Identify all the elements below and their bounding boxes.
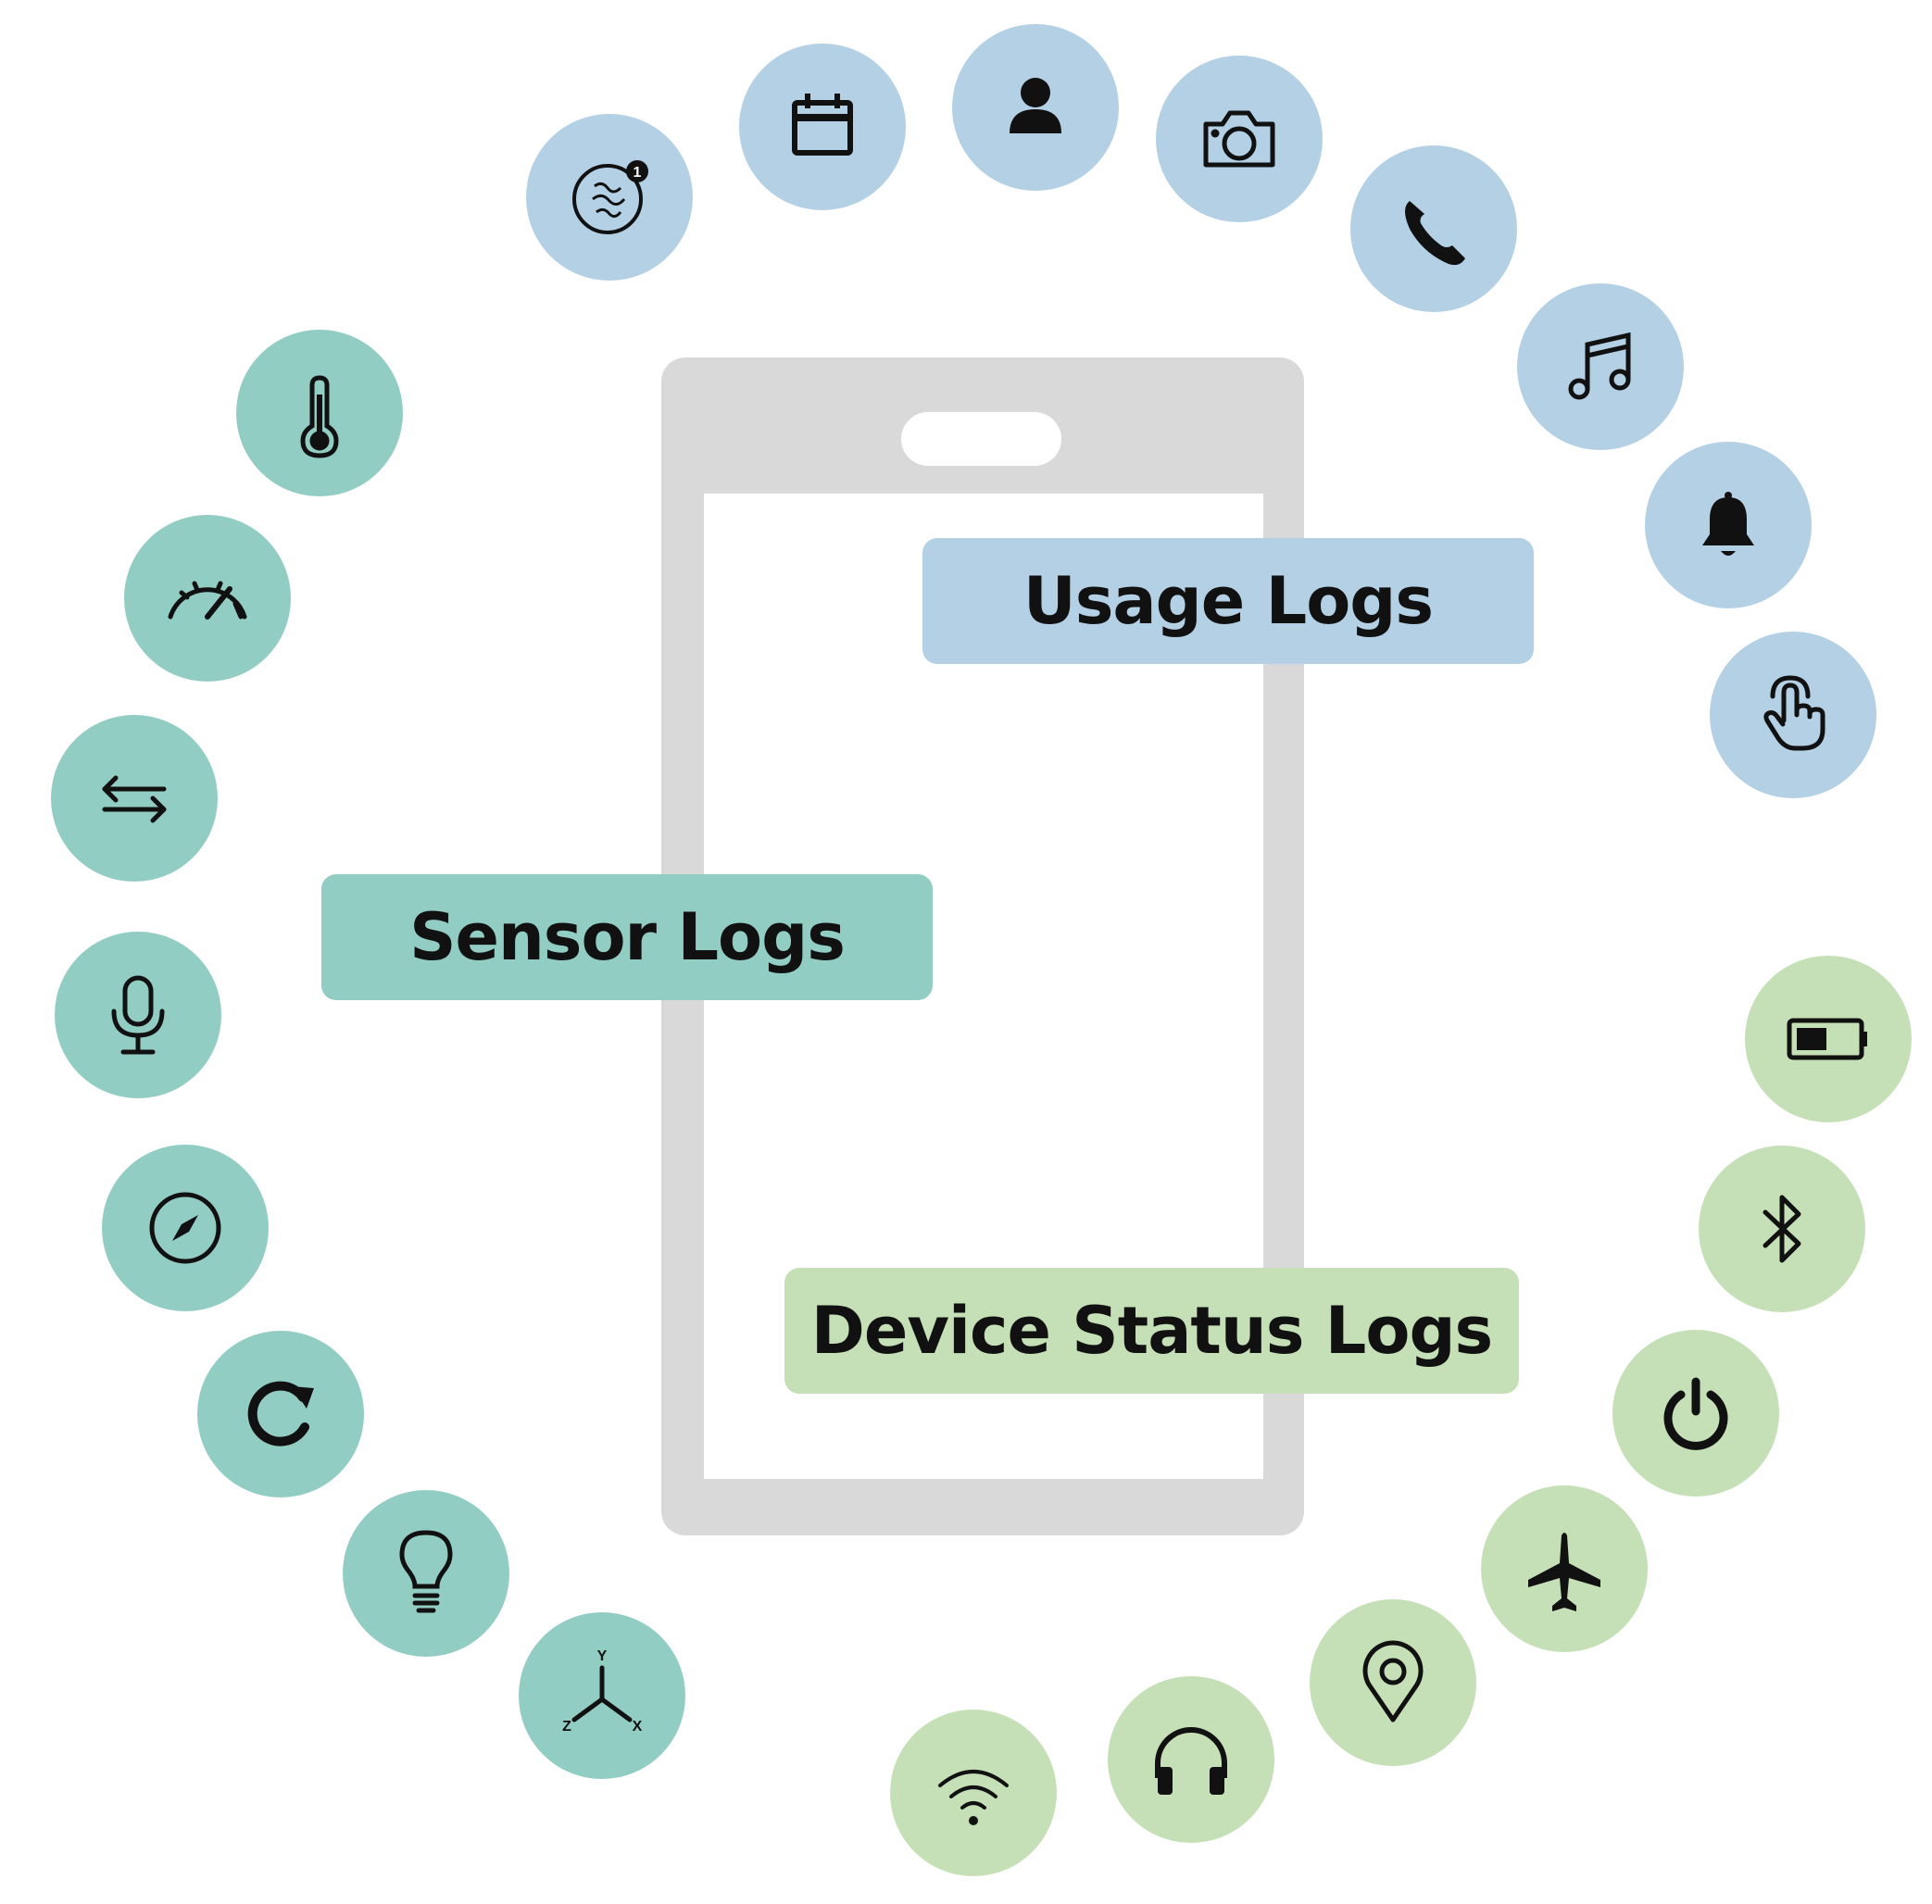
calendar-icon [739, 44, 906, 210]
speedometer-icon [124, 515, 291, 682]
compass-icon [102, 1145, 269, 1311]
microphone-icon [55, 932, 221, 1098]
wifi-icon [890, 1710, 1057, 1876]
device-status-logs-label: Device Status Logs [784, 1268, 1519, 1394]
notification-bell-icon [1645, 442, 1812, 608]
camera-icon [1156, 56, 1323, 222]
phone-call-icon [1350, 145, 1517, 312]
sensor-logs-label: Sensor Logs [321, 874, 933, 1000]
app-notification-icon: 1 [526, 114, 693, 281]
y-axis-letter: Y [597, 1648, 608, 1664]
x-axis-letter: X [633, 1719, 643, 1735]
light-bulb-icon [343, 1490, 509, 1657]
airplane-mode-icon [1481, 1485, 1648, 1652]
phone-speaker [901, 412, 1061, 466]
data-transfer-icon [51, 715, 218, 882]
bluetooth-icon [1699, 1146, 1865, 1312]
contact-icon [952, 24, 1119, 191]
badge-count: 1 [634, 165, 642, 181]
headphones-icon [1108, 1676, 1274, 1843]
location-icon [1310, 1599, 1476, 1766]
rotation-icon [197, 1331, 364, 1497]
usage-logs-label: Usage Logs [922, 538, 1534, 664]
z-axis-letter: Z [562, 1719, 571, 1735]
touch-icon [1710, 632, 1876, 798]
battery-icon [1745, 956, 1912, 1122]
accelerometer-axes-icon: Y Z X [519, 1612, 685, 1779]
music-icon [1517, 283, 1684, 450]
power-icon [1612, 1330, 1779, 1497]
temperature-icon [236, 330, 403, 496]
